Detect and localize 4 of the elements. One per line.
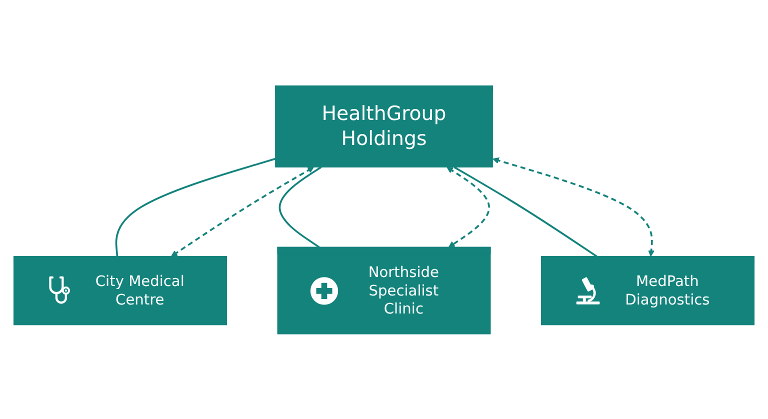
unit-name: Northside Specialist Clinic [367,262,440,318]
unit-name: City Medical Centre [94,272,186,308]
unit-name: MedPath Diagnostics [624,272,711,308]
unit-name: HealthGroup Holdings [320,101,448,151]
